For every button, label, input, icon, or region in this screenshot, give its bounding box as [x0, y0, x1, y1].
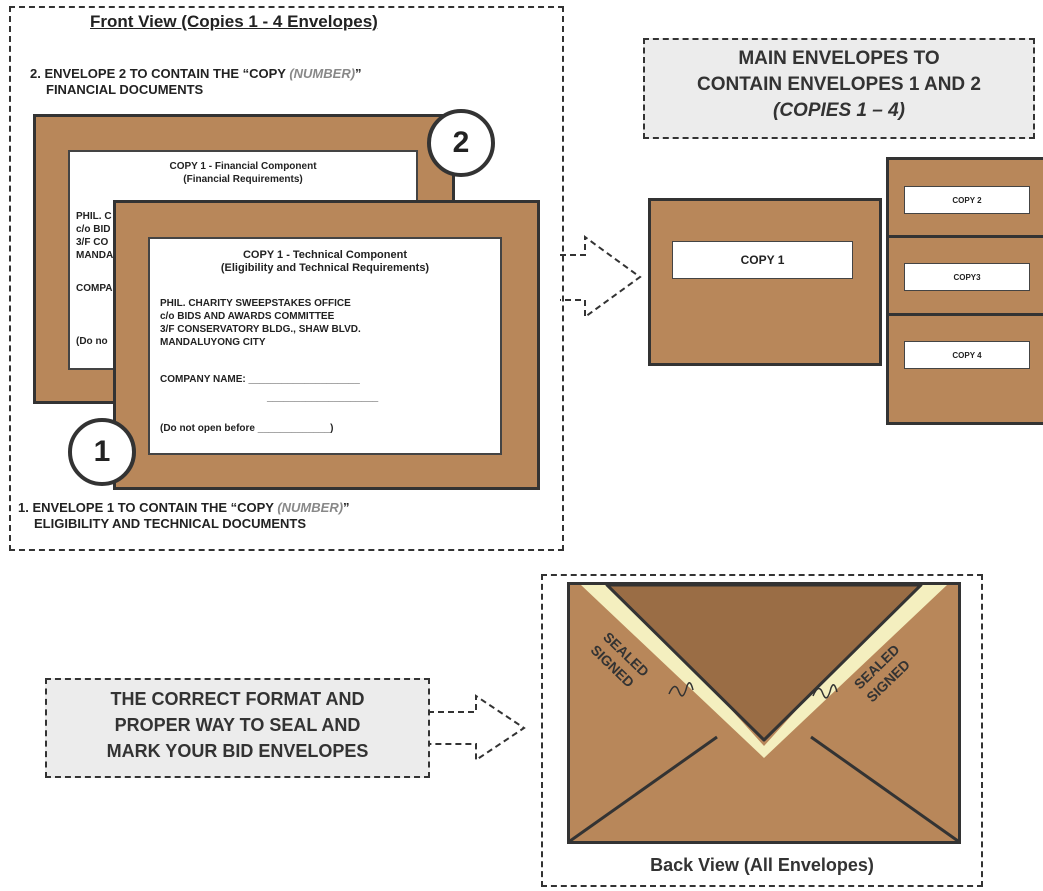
- copy3-tag: COPY3: [904, 263, 1030, 291]
- copy1-tag: COPY 1: [672, 241, 853, 279]
- item2-text: 2. ENVELOPE 2 TO CONTAIN THE “COPY (NUMB…: [30, 66, 530, 98]
- main-line2: CONTAIN ENVELOPES 1 AND 2: [697, 74, 981, 95]
- technical-label-card: COPY 1 - Technical Component (Eligibilit…: [148, 237, 502, 455]
- item1-line2: ELIGIBILITY AND TECHNICAL DOCUMENTS: [34, 516, 307, 531]
- main-line1: MAIN ENVELOPES TO: [738, 48, 940, 69]
- main-line3: (COPIES 1 – 4): [773, 100, 905, 121]
- copy2-tag: COPY 2: [904, 186, 1030, 214]
- main-envelope-copy1: [648, 198, 882, 366]
- back-view-caption: Back View (All Envelopes): [650, 855, 874, 875]
- financial-address: PHIL. C c/o BID 3/F CO MANDA: [76, 211, 114, 261]
- technical-address: PHIL. CHARITY SWEEPSTAKES OFFICE c/o BID…: [160, 298, 361, 348]
- technical-title: COPY 1 - Technical Component: [242, 249, 407, 261]
- financial-company: COMPA: [76, 283, 113, 294]
- item1-prefix: 1. ENVELOPE 1 TO CONTAIN THE “COPY: [18, 500, 278, 515]
- technical-company: COMPANY NAME: ____________________: [160, 374, 360, 385]
- seal-note-callout: [45, 678, 430, 778]
- item1-text: 1. ENVELOPE 1 TO CONTAIN THE “COPY (NUMB…: [18, 500, 558, 532]
- item2-prefix: 2. ENVELOPE 2 TO CONTAIN THE “COPY: [30, 66, 290, 81]
- item1-number: (NUMBER): [277, 500, 344, 515]
- note-line1: THE CORRECT FORMAT AND: [110, 689, 365, 709]
- technical-company-line2: ____________________: [267, 392, 379, 403]
- front-view-panel: [9, 6, 564, 551]
- note-to-back-arrow: [428, 694, 526, 762]
- technical-subtitle: (Eligibility and Technical Requirements): [220, 262, 430, 274]
- item1-suffix: ”: [343, 500, 350, 515]
- front-view-title: Front View (Copies 1 - 4 Envelopes): [90, 12, 378, 31]
- seal-note-text: THE CORRECT FORMAT AND PROPER WAY TO SEA…: [45, 686, 430, 764]
- item2-suffix: ”: [355, 66, 362, 81]
- badge-2: 2: [427, 109, 495, 177]
- note-line3: MARK YOUR BID ENVELOPES: [106, 741, 369, 761]
- financial-subtitle: (Financial Requirements): [183, 174, 303, 185]
- front-to-main-arrow: [560, 235, 642, 319]
- main-envelopes-callout: [643, 38, 1035, 139]
- main-envelope-copy4: [886, 313, 1043, 425]
- financial-donot: (Do no: [76, 336, 108, 347]
- technical-donot: (Do not open before _____________): [160, 423, 334, 434]
- copy4-tag: COPY 4: [904, 341, 1030, 369]
- item2-number: (NUMBER): [289, 66, 356, 81]
- financial-title: COPY 1 - Financial Component: [169, 161, 317, 172]
- back-view-panel: [541, 574, 983, 887]
- back-envelope: [567, 582, 961, 844]
- main-envelopes-text: MAIN ENVELOPES TO CONTAIN ENVELOPES 1 AN…: [643, 46, 1035, 124]
- item2-line2: FINANCIAL DOCUMENTS: [46, 82, 204, 97]
- badge-1: 1: [68, 418, 136, 486]
- note-line2: PROPER WAY TO SEAL AND: [114, 715, 361, 735]
